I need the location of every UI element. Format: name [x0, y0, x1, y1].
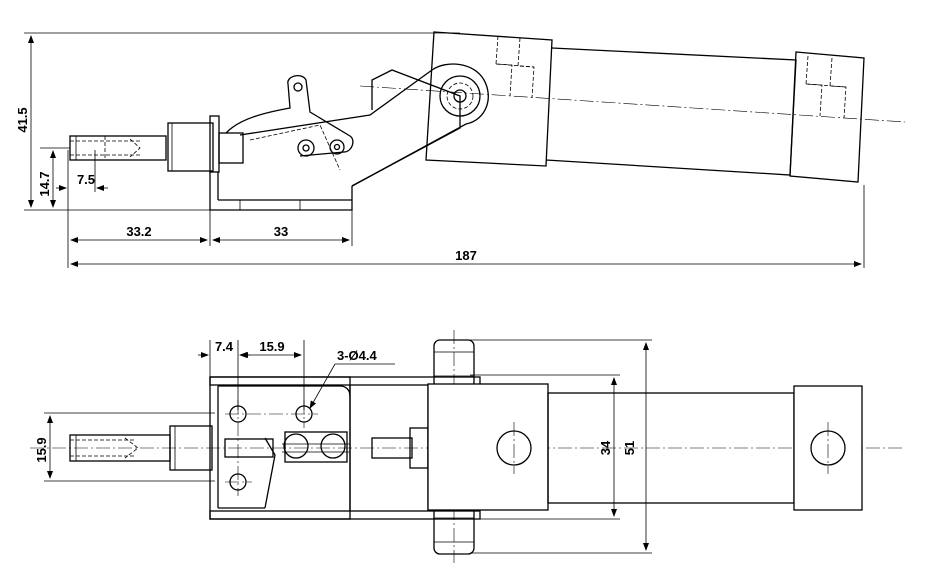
- dim-plunger-width-label: 15.9: [34, 437, 49, 462]
- dim-plunger-length: 33.2: [70, 224, 208, 243]
- dim-plunger-width: 15.9: [34, 415, 53, 479]
- dim-overall-width: 51: [622, 342, 649, 551]
- side-view: 41.5 14.7 7.5 33.2 33 187: [15, 31, 906, 268]
- side-cylinder: [359, 31, 906, 183]
- side-plunger: [69, 115, 244, 173]
- dim-cylinder-width-label: 34: [598, 440, 613, 455]
- dim-plunger-length-label: 33.2: [126, 224, 151, 239]
- hole-callout-label: 3-Ø4.4: [337, 348, 378, 363]
- dim-cylinder-width: 34: [598, 377, 617, 517]
- dim-total-height: 41.5: [15, 35, 34, 208]
- dim-hole-spacing-label: 15.9: [259, 339, 284, 354]
- dim-overall-length-label: 187: [455, 248, 477, 263]
- dim-pin-height: 14.7: [37, 150, 56, 208]
- top-view: 7.4 15.9 3-Ø4.4 15.9 34 51: [30, 330, 905, 563]
- dim-base-length: 33: [212, 224, 350, 243]
- side-base-bracket: [209, 172, 353, 211]
- side-toggle-linkage: [225, 63, 489, 187]
- top-plunger: [30, 425, 905, 471]
- dim-pin-height-label: 14.7: [37, 171, 52, 196]
- dim-pin-offset: 7.5: [56, 172, 108, 191]
- hole-callout: 3-Ø4.4: [309, 348, 395, 409]
- dim-overall-length: 187: [70, 248, 862, 267]
- dim-pin-offset-label: 7.5: [77, 172, 95, 187]
- dim-hole-offset-label: 7.4: [215, 339, 234, 354]
- top-cylinder: [427, 383, 863, 511]
- dim-hole-spacing: 15.9: [240, 339, 302, 358]
- dim-total-height-label: 41.5: [15, 107, 30, 132]
- dim-hole-offset: 7.4: [198, 339, 250, 358]
- dim-base-length-label: 33: [274, 224, 288, 239]
